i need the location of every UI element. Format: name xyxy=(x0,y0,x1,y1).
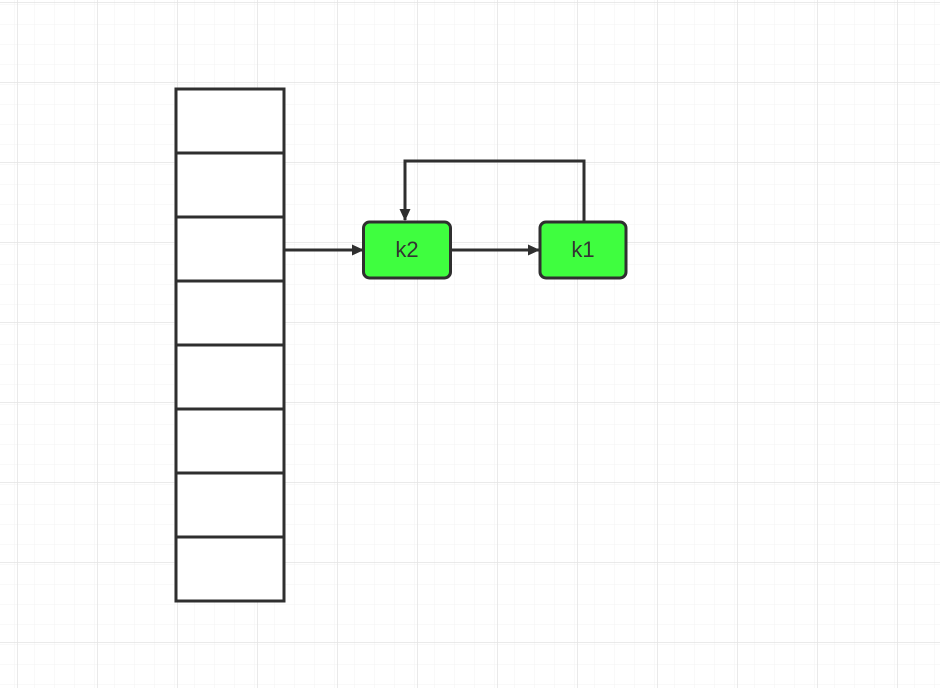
node-k2-label: k2 xyxy=(395,237,418,262)
table-slot[interactable] xyxy=(174,87,286,155)
table-slot[interactable] xyxy=(174,535,286,603)
node-k1-label: k1 xyxy=(571,237,594,262)
node-k1-box[interactable] xyxy=(538,220,628,280)
node-k2[interactable]: k2 xyxy=(362,220,452,280)
table-slot[interactable] xyxy=(174,215,286,283)
table-slot[interactable] xyxy=(174,471,286,539)
hash-table xyxy=(174,87,286,603)
node-k2-box[interactable] xyxy=(362,220,452,280)
edges xyxy=(285,159,586,256)
arrow-k1-to-k2-loop xyxy=(399,159,586,221)
table-slot[interactable] xyxy=(174,407,286,475)
table-slot[interactable] xyxy=(174,151,286,219)
node-k1[interactable]: k1 xyxy=(538,220,628,280)
table-slot[interactable] xyxy=(174,343,286,411)
table-slot[interactable] xyxy=(174,279,286,347)
